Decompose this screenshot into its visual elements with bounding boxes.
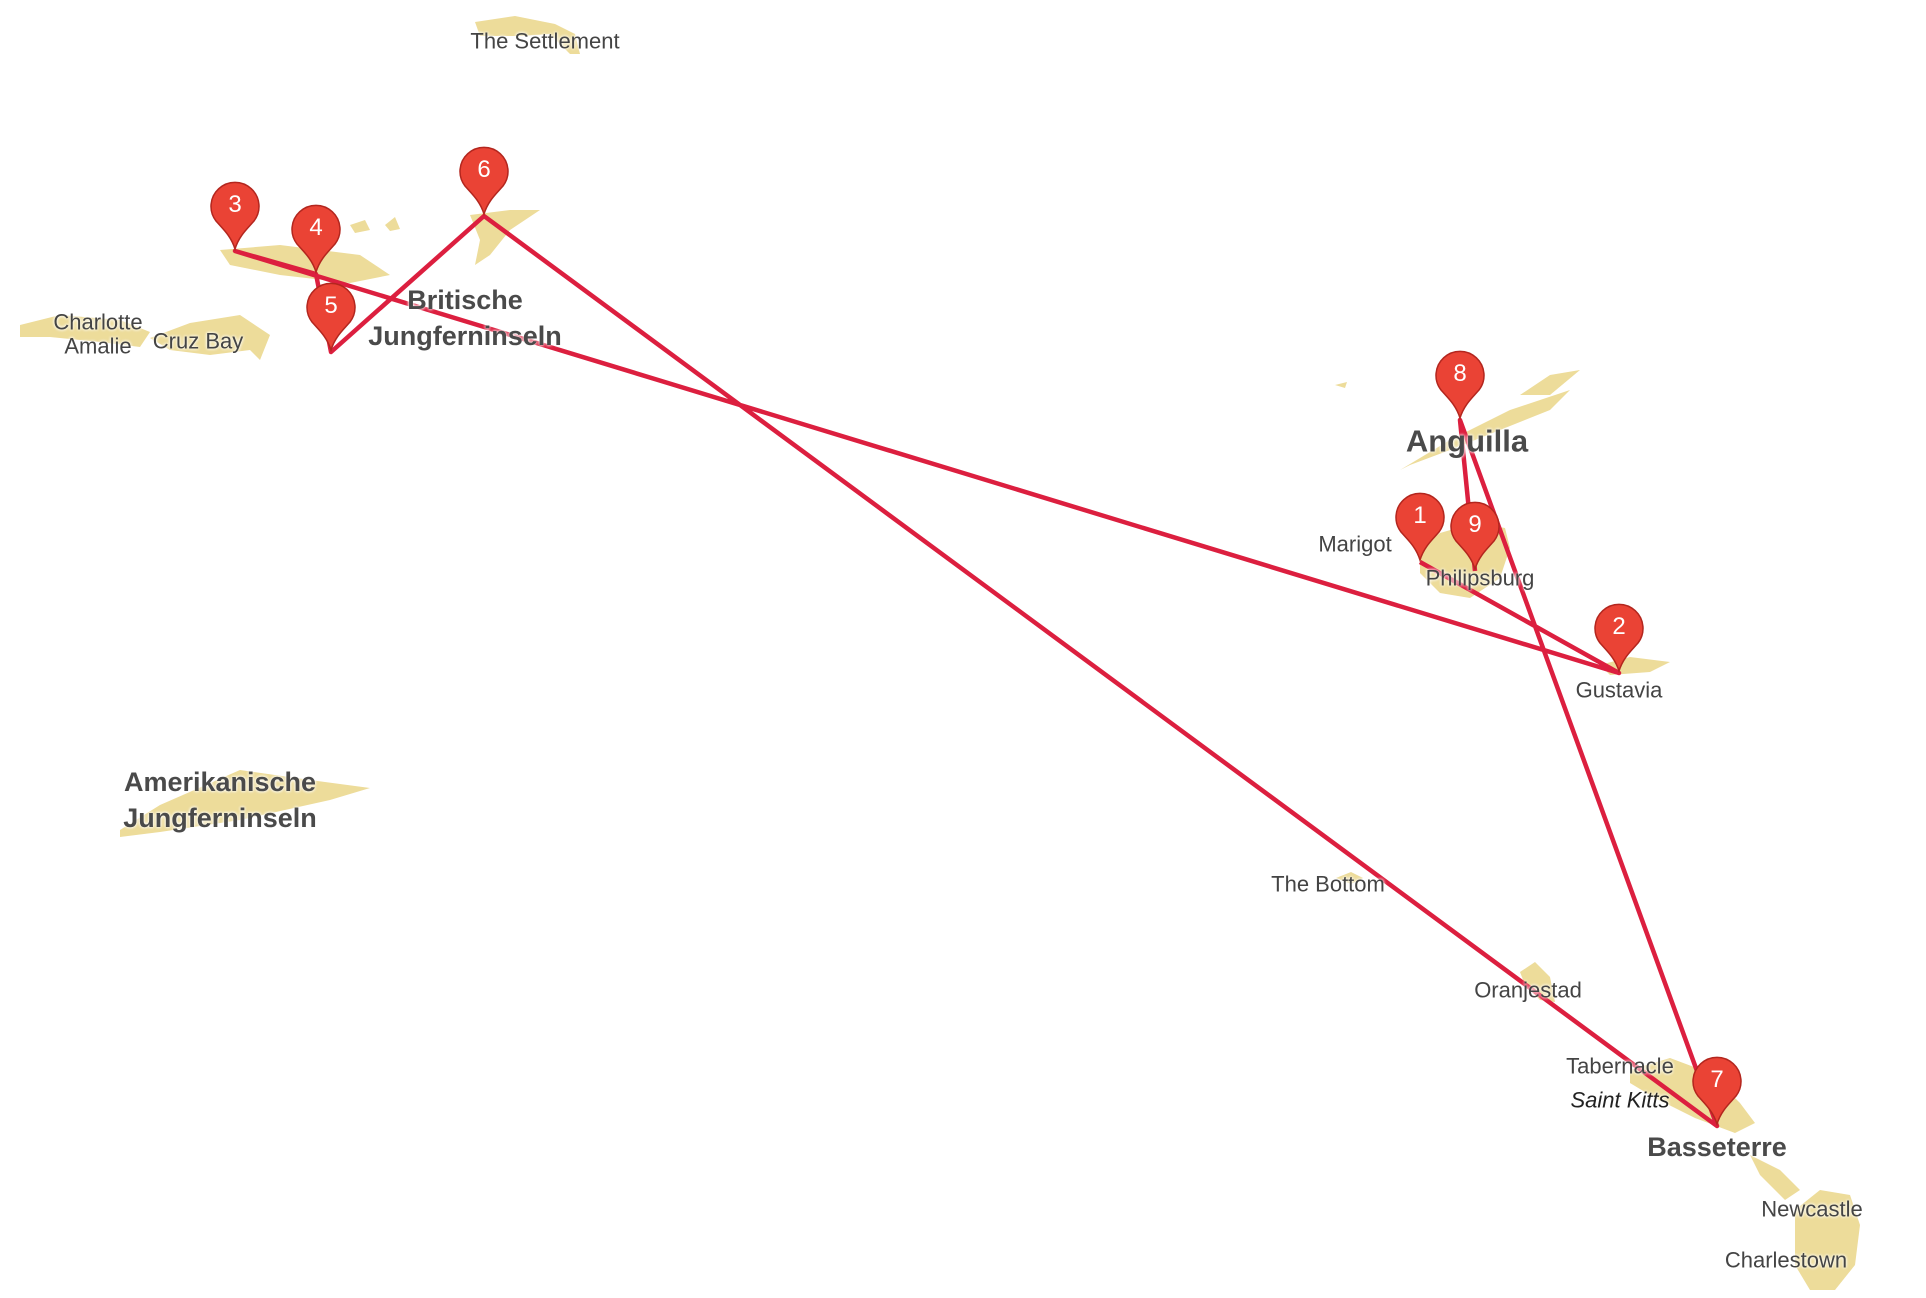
label-saint-kitts: Saint Kitts (1570, 1087, 1670, 1113)
label-newcastle: Newcastle (1761, 1196, 1863, 1222)
marker-number: 4 (309, 214, 323, 241)
marker-pin-icon (1692, 1056, 1742, 1126)
label-gustavia: Gustavia (1575, 677, 1663, 703)
marker-pin-icon (1435, 350, 1485, 420)
map-marker-7[interactable]: 7 (1691, 1056, 1743, 1126)
marker-pin-icon (1395, 492, 1445, 562)
label-charlotte-2: Amalie (64, 333, 132, 359)
map-marker-8[interactable]: 8 (1434, 350, 1486, 420)
map-marker-4[interactable]: 4 (290, 204, 342, 274)
label-tabernacle: Tabernacle (1566, 1053, 1674, 1079)
island-tortola (220, 245, 390, 283)
marker-number: 1 (1413, 502, 1427, 529)
marker-pin-icon (306, 282, 356, 352)
label-charlestown: Charlestown (1724, 1247, 1848, 1273)
map-marker-3[interactable]: 3 (209, 181, 261, 251)
marker-number: 3 (228, 191, 242, 218)
island-anguilla (1335, 370, 1580, 470)
island-nevis (1795, 1190, 1860, 1290)
island-anegada (475, 16, 580, 54)
label-philipsburg: Philipsburg (1425, 565, 1535, 591)
label-marigot: Marigot (1318, 531, 1392, 557)
marker-pin-icon (1450, 501, 1500, 571)
label-the-bottom: The Bottom (1271, 871, 1385, 897)
island-st-john (150, 315, 270, 360)
marker-number: 7 (1710, 1066, 1724, 1093)
marker-pin-icon (210, 181, 260, 251)
label-usvi-1: Amerikanische (123, 766, 317, 797)
map-marker-9[interactable]: 9 (1449, 501, 1501, 571)
marker-number: 5 (324, 292, 338, 319)
marker-number: 6 (477, 156, 491, 183)
marker-number: 9 (1468, 511, 1482, 538)
label-charlotte-1: Charlotte (53, 309, 143, 335)
label-bvi-1: Britische (407, 284, 523, 315)
route-line (232, 213, 1720, 1129)
label-anguilla: Anguilla (1405, 423, 1529, 459)
marker-pin-icon (291, 204, 341, 274)
map-marker-1[interactable]: 1 (1394, 492, 1446, 562)
label-cruz-bay: Cruz Bay (152, 328, 244, 354)
marker-number: 2 (1612, 613, 1626, 640)
label-usvi-2: Jungferninseln (123, 802, 317, 833)
island-saba (1336, 872, 1363, 884)
label-the-settlement: The Settlement (470, 28, 620, 54)
label-basseterre: Basseterre (1647, 1131, 1787, 1162)
island-statia (1520, 962, 1555, 1002)
map-marker-5[interactable]: 5 (305, 282, 357, 352)
marker-number: 8 (1453, 360, 1467, 387)
island-st-thomas (20, 315, 150, 347)
label-oranjestad: Oranjestad (1474, 977, 1582, 1003)
island-jost (350, 217, 400, 233)
island-st-croix (120, 770, 370, 837)
marker-pin-icon (459, 146, 509, 216)
label-bvi-2: Jungferninseln (368, 320, 562, 351)
island-virgin-gorda (470, 210, 540, 265)
map-marker-6[interactable]: 6 (458, 146, 510, 216)
marker-pin-icon (1594, 603, 1644, 673)
map-marker-2[interactable]: 2 (1593, 603, 1645, 673)
